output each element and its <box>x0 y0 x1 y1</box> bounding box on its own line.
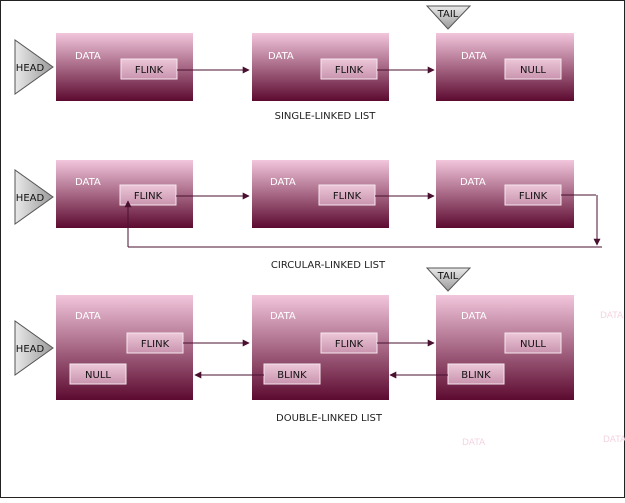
single-linked-list: HEAD DATA FLINK DATA FLINK DATA NULL <box>14 5 574 122</box>
blink-label: BLINK <box>277 370 307 381</box>
double-caption: DOUBLE-LINKED LIST <box>276 413 383 424</box>
data-label: DATA <box>268 51 294 62</box>
ghost-data-label: DATA <box>462 438 486 448</box>
node: DATA FLINK BLINK <box>252 295 389 400</box>
blink-field: BLINK <box>263 363 321 385</box>
node: DATA FLINK <box>56 160 193 228</box>
blink-label: BLINK <box>461 370 491 381</box>
flink-label: FLINK <box>519 191 548 202</box>
data-label: DATA <box>75 177 101 188</box>
node: DATA FLINK NULL <box>56 295 193 400</box>
null-field: NULL <box>504 58 562 80</box>
flink-label: FLINK <box>335 339 364 350</box>
head-marker: HEAD <box>14 320 54 376</box>
data-label: DATA <box>461 51 487 62</box>
null-label: NULL <box>520 65 546 76</box>
null-field: NULL <box>504 332 562 354</box>
tail-marker: TAIL <box>425 5 472 30</box>
node: DATA FLINK <box>56 33 193 101</box>
head-label: HEAD <box>16 193 45 204</box>
circular-return-arrow <box>124 194 602 248</box>
flink-label: FLINK <box>141 339 170 350</box>
null-label: NULL <box>85 370 111 381</box>
flink-field: FLINK <box>504 184 562 206</box>
circular-caption: CIRCULAR-LINKED LIST <box>271 260 386 271</box>
data-label: DATA <box>270 177 296 188</box>
data-label: DATA <box>461 311 487 322</box>
flink-field: FLINK <box>120 58 178 80</box>
double-linked-list: HEAD DATA FLINK NULL DATA FLINK BLI <box>14 267 574 424</box>
tail-marker: TAIL <box>425 267 472 292</box>
null-field: NULL <box>69 363 127 385</box>
flink-label: FLINK <box>333 191 362 202</box>
flink-field: FLINK <box>320 58 378 80</box>
flink-field: FLINK <box>320 332 378 354</box>
flink-field: FLINK <box>126 332 184 354</box>
data-label: DATA <box>270 311 296 322</box>
flink-field: FLINK <box>119 184 177 206</box>
node: DATA FLINK <box>252 160 389 228</box>
flink-label: FLINK <box>134 191 163 202</box>
data-label: DATA <box>75 311 101 322</box>
ghost-text-artifacts: DATA DATA DATA <box>462 311 625 448</box>
head-label: HEAD <box>16 63 45 74</box>
data-label: DATA <box>75 51 101 62</box>
head-label: HEAD <box>16 344 45 355</box>
null-label: NULL <box>520 339 546 350</box>
head-marker: HEAD <box>14 169 54 225</box>
flink-label: FLINK <box>335 65 364 76</box>
circular-linked-list: HEAD DATA FLINK DATA FLINK DATA FLINK <box>14 160 602 271</box>
tail-label: TAIL <box>437 271 459 282</box>
node: DATA NULL BLINK <box>436 295 574 400</box>
blink-field: BLINK <box>447 363 505 385</box>
data-label: DATA <box>460 177 486 188</box>
flink-label: FLINK <box>135 65 164 76</box>
flink-field: FLINK <box>318 184 376 206</box>
node: DATA FLINK <box>436 160 574 228</box>
ghost-data-label: DATA <box>603 435 625 445</box>
single-caption: SINGLE-LINKED LIST <box>275 111 377 122</box>
ghost-data-label: DATA <box>600 311 624 321</box>
head-marker: HEAD <box>14 39 54 95</box>
tail-label: TAIL <box>437 9 459 20</box>
node: DATA FLINK <box>252 33 389 101</box>
node: DATA NULL <box>436 33 574 101</box>
